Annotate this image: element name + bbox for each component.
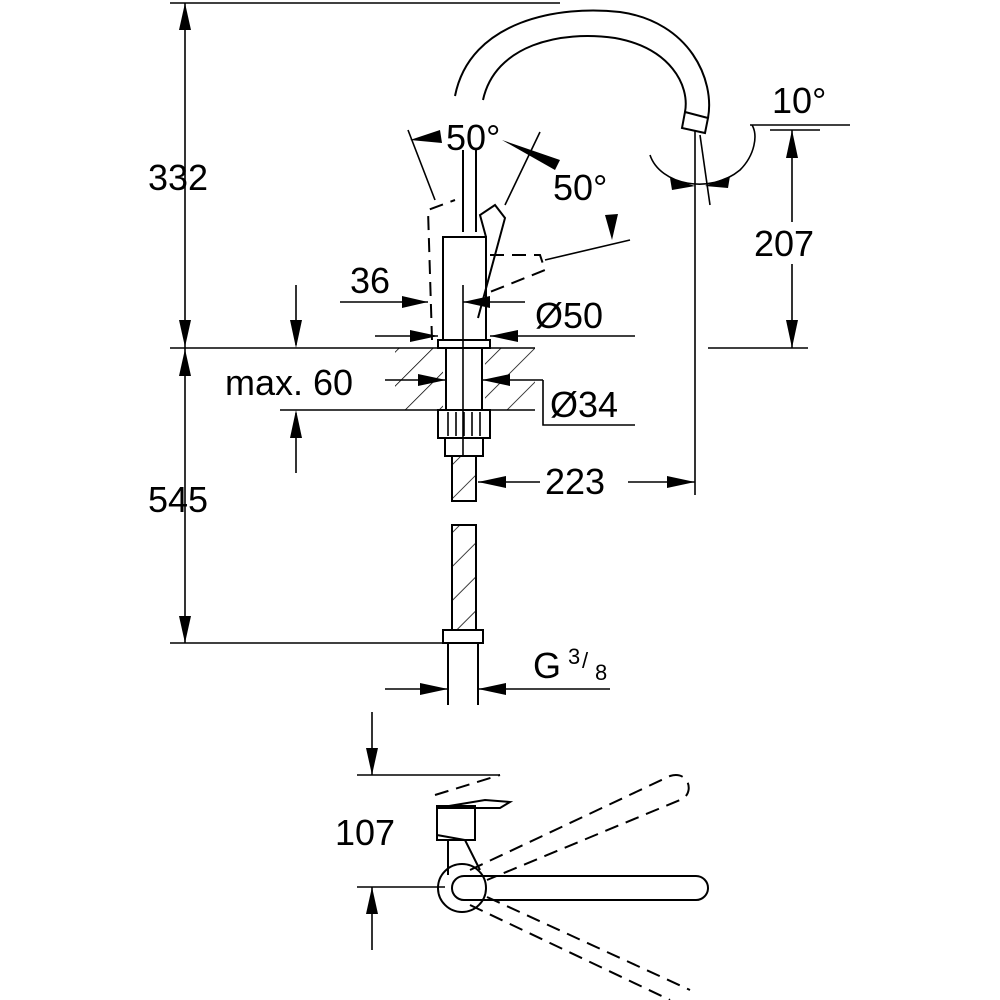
dim-max-60: max. 60 [225,362,353,403]
faucet-body [407,129,631,455]
dim-spout-angle: 10° [772,80,826,121]
dim-hole-diameter: Ø34 [550,384,618,425]
arrowhead [502,140,560,170]
dim-545: 545 [148,479,208,520]
dim-36: 36 [350,260,390,301]
spout [454,9,711,232]
height-dimension-lines [170,2,560,644]
arrowhead [605,214,618,240]
dim-spout-reach: 223 [545,461,605,502]
svg-text:/: / [582,648,589,673]
svg-text:8: 8 [595,660,607,685]
top-view [357,712,709,1000]
arrowhead [410,130,442,143]
svg-text:3: 3 [568,644,580,669]
dim-top-view-depth: 107 [335,812,395,853]
dim-connection-thread: G 3 / 8 [533,644,607,686]
mounting-nut-and-hoses [437,409,491,705]
dim-base-diameter: Ø50 [535,295,603,336]
dim-spout-outlet-height: 207 [754,223,814,264]
svg-text:G: G [533,645,561,686]
dim-lever-angle-side: 50° [553,167,607,208]
dim-332: 332 [148,157,208,198]
dim-lever-angle-front: 50° [446,117,500,158]
